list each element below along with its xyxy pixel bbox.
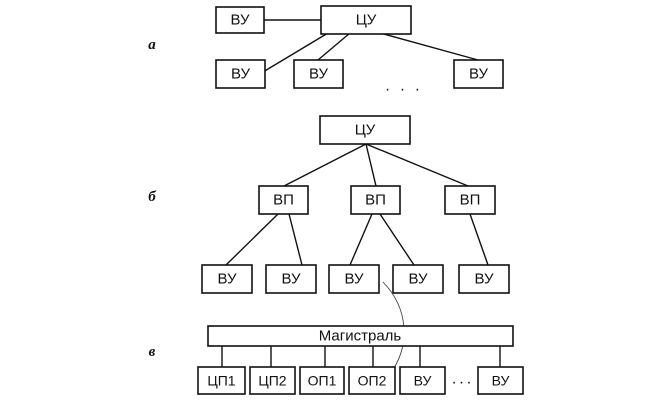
device-b-4: ВУ: [392, 264, 444, 294]
panel-c: в Магистраль ЦП1 ЦП2 ОП1 ОП2: [149, 325, 524, 395]
module-c-6-label: ВУ: [492, 373, 510, 389]
processor-b-3: ВП: [444, 185, 496, 215]
link-device-2-to-central: [317, 32, 351, 61]
module-c-4: ОП2: [348, 366, 396, 395]
link-device-3-to-central: [379, 32, 479, 61]
link-processor-1-to-device-2: [288, 213, 303, 266]
device-b-4-label: ВУ: [408, 271, 428, 288]
panel-b-label: б: [148, 189, 156, 205]
ellipsis-c: ...: [452, 371, 474, 388]
module-c-3-label: ОП1: [308, 373, 337, 389]
link-central-to-processor-2: [365, 143, 377, 187]
link-processor-2-to-device-3: [349, 213, 373, 266]
processor-b-2-label: ВП: [365, 192, 386, 209]
device-b-5-label: ВУ: [474, 271, 494, 288]
panel-c-label: в: [149, 344, 156, 360]
panel-a-label: а: [148, 37, 156, 53]
link-processor-2-to-device-4: [379, 213, 415, 266]
module-c-4-label: ОП2: [358, 373, 387, 389]
panel-a: а ЦУ ВУ ВУ ВУ . . . ВУ: [148, 5, 504, 95]
device-b-2-label: ВУ: [281, 271, 301, 288]
device-a-3: ВУ: [453, 59, 504, 89]
system-bus-label: Магистраль: [319, 328, 402, 345]
device-b-1: ВУ: [201, 264, 253, 294]
link-device-1-to-central: [262, 32, 329, 73]
ellipsis-a: . . .: [385, 78, 422, 95]
module-c-3: ОП1: [299, 366, 345, 395]
central-unit-a-label: ЦУ: [356, 12, 377, 29]
processor-b-2: ВП: [350, 185, 401, 215]
module-c-1-label: ЦП1: [207, 373, 235, 389]
central-unit-b: ЦУ: [319, 115, 411, 145]
device-a-top: ВУ: [215, 6, 265, 34]
link-processor-3-to-device-5: [469, 213, 489, 266]
panel-b: б ЦУ ВП ВП ВП ВУ: [148, 115, 510, 369]
processor-b-1-label: ВП: [273, 192, 294, 209]
central-unit-b-label: ЦУ: [355, 122, 376, 139]
device-b-2: ВУ: [265, 264, 317, 294]
link-central-to-processor-1: [283, 143, 367, 187]
device-a-2-label: ВУ: [309, 66, 329, 83]
module-c-1: ЦП1: [197, 366, 246, 395]
device-a-1-label: ВУ: [231, 66, 251, 83]
module-c-2-label: ЦП2: [258, 373, 286, 389]
device-b-5: ВУ: [458, 264, 510, 294]
module-c-5: ВУ: [399, 366, 446, 395]
device-a-top-label: ВУ: [230, 12, 250, 29]
processor-b-1: ВП: [258, 185, 309, 215]
system-bus: Магистраль: [207, 325, 514, 347]
device-a-2: ВУ: [293, 59, 344, 89]
central-unit-a: ЦУ: [320, 5, 412, 35]
module-c-2: ЦП2: [249, 366, 296, 395]
processor-b-3-label: ВП: [460, 192, 481, 209]
link-processor-1-to-device-1: [225, 213, 279, 266]
curved-connector-line: [382, 281, 405, 369]
device-b-3: ВУ: [328, 264, 380, 294]
device-a-1: ВУ: [215, 59, 266, 89]
device-b-3-label: ВУ: [344, 271, 364, 288]
device-b-1-label: ВУ: [217, 271, 237, 288]
device-a-3-label: ВУ: [469, 66, 489, 83]
link-central-to-processor-3: [365, 143, 469, 187]
module-c-5-label: ВУ: [414, 373, 432, 389]
module-c-6: ВУ: [477, 366, 524, 395]
